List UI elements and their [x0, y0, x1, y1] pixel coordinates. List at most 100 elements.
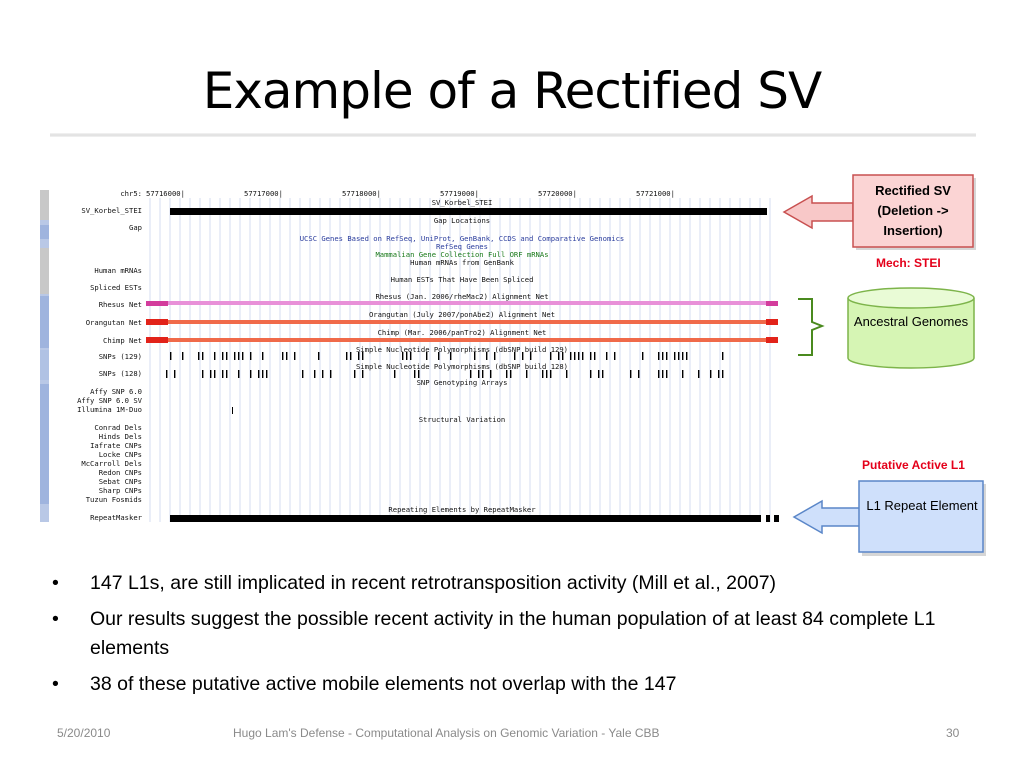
snp-tick [354, 370, 356, 378]
snp-tick [722, 352, 724, 360]
snp-tick [666, 352, 668, 360]
snp-tick [182, 352, 184, 360]
snp-tick [266, 370, 268, 378]
arrow-left-icon [782, 194, 854, 230]
track-label[interactable]: Spliced ESTs [90, 283, 142, 292]
snp-tick [358, 352, 360, 360]
snp-tick [530, 352, 532, 360]
snp-tick [574, 352, 576, 360]
snp-tick [682, 352, 684, 360]
snp-tick [262, 370, 264, 378]
snp-tick [214, 352, 216, 360]
snp129-ticks [170, 352, 724, 360]
snp-tick [222, 352, 224, 360]
snp-tick [166, 370, 168, 378]
track-title-snp128: Simple Nucleotide Polymorphisms (dbSNP b… [355, 362, 569, 371]
snp-tick [666, 370, 668, 378]
track-label[interactable]: Affy SNP 6.0 [90, 387, 142, 396]
snp-tick [682, 370, 684, 378]
track-title-chimp: Chimp (Mar. 2006/panTro2) Alignment Net [377, 328, 547, 337]
snp-tick [594, 352, 596, 360]
snp-tick [226, 352, 228, 360]
track-label[interactable]: Affy SNP 6.0 SV [77, 396, 142, 405]
snp-tick [362, 352, 364, 360]
l1-repeat-element-label: L1 Repeat Element [866, 498, 978, 513]
snp-tick [506, 370, 508, 378]
browser-graphics [40, 190, 779, 522]
snp-tick [630, 370, 632, 378]
bullet-text: Our results suggest the possible recent … [90, 608, 936, 659]
snp-tick [202, 370, 204, 378]
snp-tick [550, 370, 552, 378]
bullet-marker: • [52, 673, 59, 695]
track-label[interactable]: Rhesus Net [98, 300, 142, 309]
track-label[interactable]: Tuzun Fosmids [85, 495, 142, 504]
track-label[interactable]: Locke CNPs [98, 450, 142, 459]
track-title-arrays: SNP Genotyping Arrays [416, 378, 508, 387]
snp-tick [494, 352, 496, 360]
track-title-repeats: Repeating Elements by RepeatMasker [388, 505, 536, 514]
snp-tick [322, 370, 324, 378]
track-label[interactable]: Chimp Net [103, 336, 142, 345]
snp-tick [478, 370, 480, 378]
bullet-item: • Our results suggest the possible recen… [52, 605, 992, 663]
snp-tick [642, 352, 644, 360]
snp-tick [718, 370, 720, 378]
snp128-ticks [166, 370, 724, 378]
snp-tick [234, 352, 236, 360]
track-label[interactable]: Redon CNPs [98, 468, 142, 477]
track-label[interactable]: Orangutan Net [85, 318, 142, 327]
snp-tick [426, 352, 428, 360]
snp-tick [510, 370, 512, 378]
track-label[interactable]: SNPs (128) [98, 369, 142, 378]
snp-tick [590, 352, 592, 360]
snp-tick [722, 370, 724, 378]
snp-tick [514, 352, 516, 360]
snp-tick [282, 352, 284, 360]
ancestral-genomes-label: Ancestral Genomes [853, 314, 969, 329]
snp-tick [710, 370, 712, 378]
snp-tick [286, 352, 288, 360]
snp-tick [490, 370, 492, 378]
snp-tick [214, 370, 216, 378]
track-label[interactable]: Sharp CNPs [98, 486, 142, 495]
orangutan-net-bar [146, 320, 778, 324]
bullet-text: 38 of these putative active mobile eleme… [90, 673, 677, 695]
track-label[interactable]: Sebat CNPs [98, 477, 142, 486]
snp-tick [566, 370, 568, 378]
snp-tick [450, 352, 452, 360]
track-label[interactable]: Hinds Dels [98, 432, 142, 441]
footer-title: Hugo Lam's Defense - Computational Analy… [233, 726, 660, 740]
arrow-left-icon [792, 499, 862, 535]
bullet-marker: • [52, 608, 59, 630]
snp-tick [546, 370, 548, 378]
snp-tick [418, 370, 420, 378]
track-label[interactable]: Conrad Dels [94, 423, 142, 432]
snp-tick [470, 370, 472, 378]
track-label[interactable]: Illumina 1M-Duo [77, 405, 142, 414]
snp-tick [590, 370, 592, 378]
track-label[interactable]: SNPs (129) [98, 352, 142, 361]
snp-tick [414, 370, 416, 378]
snp-tick [678, 352, 680, 360]
position-tick: 57717000| [244, 189, 283, 198]
track-label[interactable]: RepeatMasker [90, 513, 142, 522]
snp-tick [302, 370, 304, 378]
snp-tick [258, 370, 260, 378]
position-tick: 57721000| [636, 189, 675, 198]
track-label[interactable]: Iafrate CNPs [90, 441, 142, 450]
position-tick: 57718000| [342, 189, 381, 198]
track-label[interactable]: Gap [129, 223, 142, 232]
snp-tick [662, 370, 664, 378]
snp-tick [262, 352, 264, 360]
snp-tick [526, 370, 528, 378]
track-label[interactable]: Human mRNAs [94, 266, 142, 275]
snp-tick [522, 352, 524, 360]
track-title-gap: Gap Locations [433, 216, 491, 225]
position-tick: 57719000| [440, 189, 479, 198]
snp-tick [598, 370, 600, 378]
track-label[interactable]: SV_Korbel_STEI [81, 206, 142, 215]
snp-tick [558, 352, 560, 360]
bullet-marker: • [52, 572, 59, 594]
track-label[interactable]: McCarroll Dels [81, 459, 142, 468]
